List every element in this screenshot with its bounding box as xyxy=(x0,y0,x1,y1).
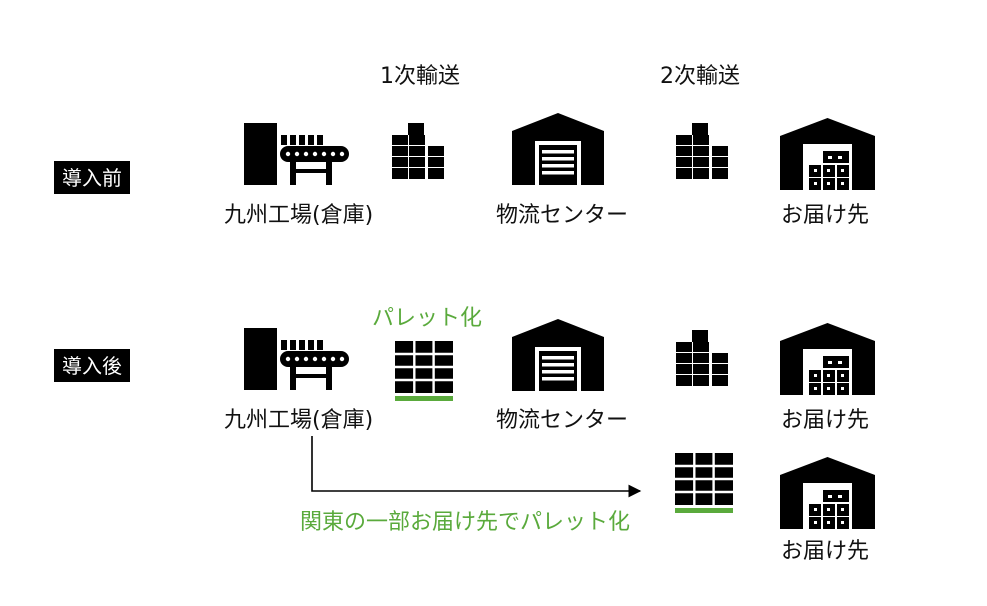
direct-destination-label: お届け先 xyxy=(781,539,870,564)
palletize-label: パレット化 xyxy=(372,306,483,331)
pallet-icon xyxy=(675,453,733,513)
before-badge: 導入前 xyxy=(54,161,130,194)
stage-label-first: 1次輸送 xyxy=(380,64,460,89)
after-badge: 導入後 xyxy=(54,349,130,382)
before-center-label: 物流センター xyxy=(496,203,629,228)
stage-label-second: 2次輸送 xyxy=(660,64,740,89)
before-factory-label: 九州工場(倉庫) xyxy=(224,203,374,228)
after-center-label: 物流センター xyxy=(496,408,629,433)
after-factory-label: 九州工場(倉庫) xyxy=(224,408,374,433)
before-destination-label: お届け先 xyxy=(781,203,870,228)
direct-route-label: 関東の一部お届け先でパレット化 xyxy=(300,510,631,535)
after-destination-label: お届け先 xyxy=(781,408,870,433)
destination-icon xyxy=(780,457,875,529)
